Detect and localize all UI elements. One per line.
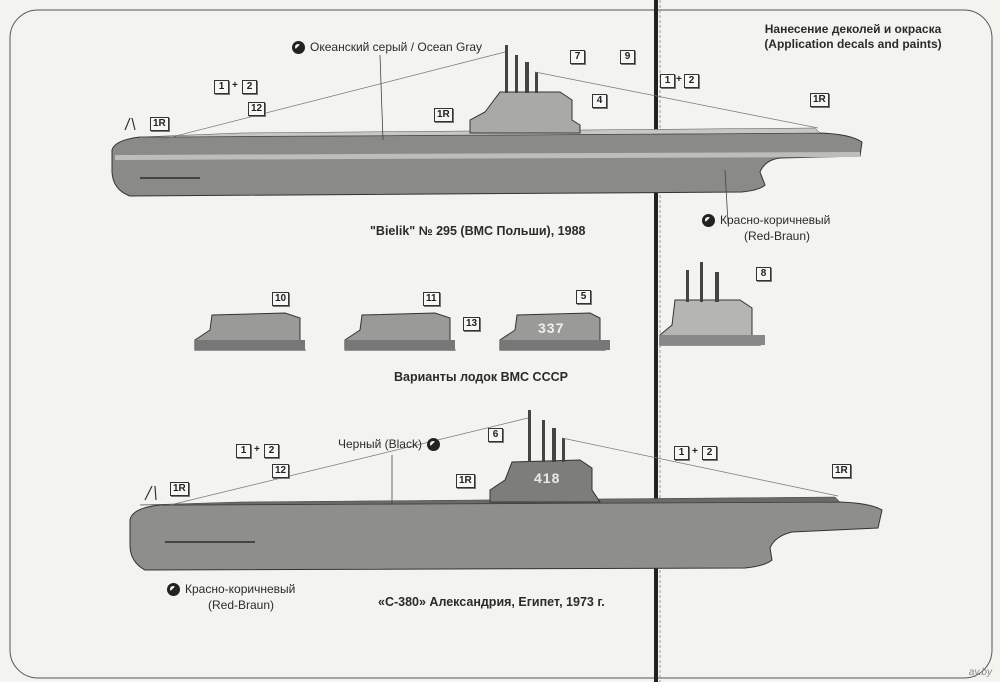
decal-number-2: 2: [702, 446, 717, 460]
boat2-mast: [528, 410, 531, 462]
boat1-bow-rails: [124, 117, 136, 131]
boat1-deck-band: [115, 152, 860, 160]
decal-number-1r: 1R: [434, 108, 453, 122]
decal-number-2: 2: [242, 80, 257, 94]
plus-sign: +: [232, 80, 238, 91]
boat1-paint-hull-ru: Красно-коричневый: [720, 213, 831, 227]
boat2-paint-hull: Красно-коричневый: [167, 582, 295, 596]
boat2-caption: «С-380» Александрия, Египет, 1973 г.: [378, 595, 605, 609]
boat1-paint-top-label: Океанский серый / Ocean Gray: [310, 40, 483, 54]
boat1-profile: [111, 45, 863, 224]
boat1-paint-ocean-gray: Океанский серый / Ocean Gray: [292, 40, 482, 54]
decal-number-12: 12: [272, 464, 290, 478]
boat1-jackstay-fore: [159, 51, 506, 141]
boat1-paint-hull: Красно-коричневый: [702, 213, 830, 227]
sheet-title-en: (Application decals and paints): [764, 37, 942, 51]
boat2-antenna: [562, 438, 565, 462]
decal-number-1r: 1R: [170, 482, 189, 496]
boat1-hull-leader: [724, 169, 729, 224]
decal-number-10: 10: [272, 292, 290, 306]
decal-number-1r: 1R: [810, 93, 829, 107]
decal-number-8: 8: [756, 267, 771, 281]
plus-sign: +: [692, 446, 698, 457]
decal-number-2: 2: [684, 74, 699, 88]
decal-number-1: 1: [236, 444, 251, 458]
boat1-antenna: [535, 72, 538, 93]
sheet-title: Нанесение деколей и окраска (Application…: [738, 22, 968, 52]
boat2-paint-top-label: Черный (Black): [338, 437, 422, 451]
decal-number-1r: 1R: [150, 117, 169, 131]
plus-sign: +: [676, 74, 682, 85]
decal-number-1: 1: [660, 74, 675, 88]
boat1-jackstay-aft: [534, 71, 819, 129]
variant-sail-2: [344, 312, 456, 351]
decal-number-2: 2: [264, 444, 279, 458]
boat2-periscope: [542, 420, 545, 462]
boat2-snorkel: [552, 428, 556, 462]
boat2-sail: [489, 459, 601, 503]
boat2-paint-hull-ru: Красно-коричневый: [185, 582, 296, 596]
boat2-paint-black: Черный (Black): [338, 437, 440, 451]
boat1-snorkel: [525, 62, 529, 93]
watermark: ay.by: [968, 667, 992, 678]
decal-number-1: 1: [214, 80, 229, 94]
boat1-caption: "Bielik" № 295 (ВМС Польши), 1988: [370, 224, 586, 238]
boat1-paint-leader: [379, 54, 384, 141]
decal-number-9: 9: [620, 50, 635, 64]
boat1-mast: [505, 45, 508, 93]
variant-hull-number: 337: [538, 320, 565, 336]
sheet-title-ru: Нанесение деколей и окраска: [764, 22, 942, 36]
boat1-sail: [469, 91, 581, 134]
boat2-hull: [129, 501, 883, 571]
paint-bottle-icon: [292, 40, 305, 54]
paint-bottle-icon: [167, 582, 180, 596]
decal-number-4: 4: [592, 94, 607, 108]
paint-bottle-icon: [426, 437, 440, 451]
decal-number-11: 11: [423, 292, 440, 306]
boat1-paint-hull-en: (Red-Braun): [744, 229, 811, 243]
decal-number-13: 13: [463, 317, 481, 331]
boat1-hull: [111, 132, 863, 197]
decal-number-1r: 1R: [832, 464, 851, 478]
decal-number-6: 6: [488, 428, 503, 442]
decal-number-1r: 1R: [456, 474, 475, 488]
decal-number-12: 12: [248, 102, 266, 116]
boat2-jackstay-fore: [169, 417, 529, 506]
decal-number-7: 7: [570, 50, 585, 64]
boat2-hull-number: 418: [534, 470, 561, 486]
variant-sail-1: [194, 312, 306, 351]
variant-sail-4: [659, 262, 765, 346]
boat1-periscope: [515, 55, 518, 93]
boat2-jackstay-aft: [561, 437, 839, 497]
boat2-paint-hull-en: (Red-Braun): [208, 598, 275, 612]
boat2-bow-rails: [144, 485, 157, 501]
variants-caption: Варианты лодок ВМС СССР: [394, 370, 568, 384]
sheet-border: [9, 9, 993, 679]
decal-number-5: 5: [576, 290, 591, 304]
paint-bottle-icon: [702, 213, 715, 227]
plus-sign: +: [254, 444, 260, 455]
boat2-profile: [129, 410, 883, 571]
variant-sail-3: [499, 312, 610, 351]
decal-number-1: 1: [674, 446, 689, 460]
